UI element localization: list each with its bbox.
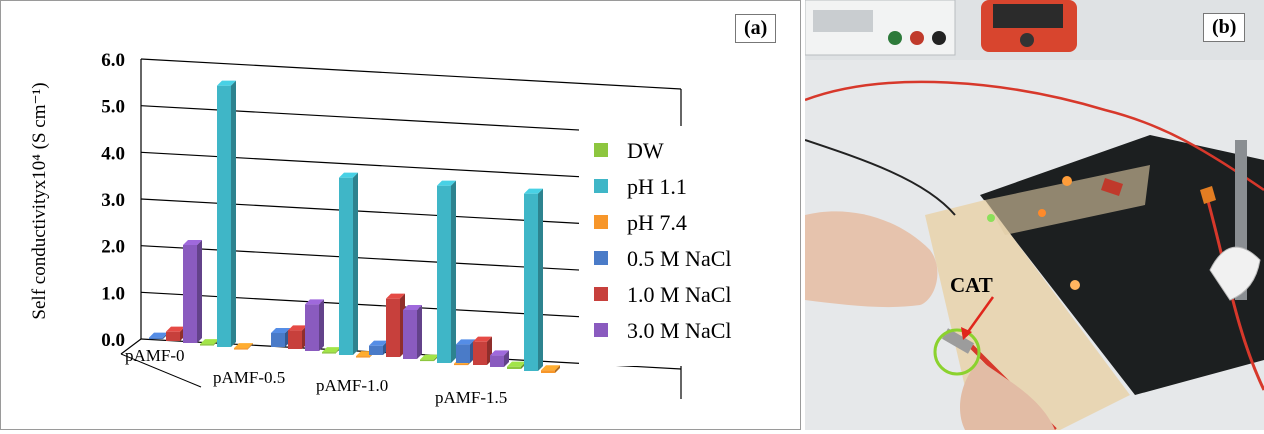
legend-label: DW: [627, 138, 664, 163]
bar: [166, 326, 185, 341]
bar: [473, 336, 492, 365]
chart-bars: [149, 80, 560, 373]
y-tick-label: 6.0: [101, 50, 125, 71]
red-wire-icon: [805, 80, 1264, 192]
legend-item: 3.0 M NaCl: [594, 318, 732, 343]
category-label: pAMF-1.0: [316, 376, 388, 395]
bar: [217, 80, 236, 348]
power-supply-icon: [805, 0, 956, 56]
bar: [490, 350, 509, 367]
bar: [369, 340, 388, 355]
legend-item: pH 7.4: [594, 210, 687, 235]
chart-legend: DW pH 1.1 pH 7.4 0.5 M NaCl 1.0 M NaCl 3.0 M …: [579, 126, 799, 366]
category-label: pAMF-0: [125, 346, 185, 365]
led-bulbs-icon: [987, 176, 1216, 290]
legend-item: 0.5 M NaCl: [594, 246, 732, 271]
legend-label: pH 7.4: [627, 210, 687, 235]
panel-b-label: (b): [1203, 13, 1246, 42]
bar: [507, 361, 526, 369]
y-tick-label: 2.0: [101, 237, 125, 258]
bar: [437, 180, 456, 363]
category-label: pAMF-0.5: [213, 368, 285, 387]
chart-tick-labels: 0.0 1.0 2.0 3.0 4.0 5.0 6.0: [101, 50, 125, 351]
bar: [305, 299, 324, 351]
experiment-photo: CAT: [805, 0, 1264, 430]
bar: [149, 332, 168, 340]
legend-swatch: [594, 215, 608, 229]
legend-label: 1.0 M NaCl: [627, 282, 732, 307]
y-tick-label: 4.0: [101, 143, 125, 164]
legend-box: [579, 126, 799, 366]
y-tick-label: 0.0: [101, 330, 125, 351]
legend-label: pH 1.1: [627, 174, 687, 199]
floor-edge: [120, 338, 142, 355]
bar: [386, 293, 405, 357]
bar: [322, 347, 341, 354]
multimeter-icon: [981, 0, 1077, 52]
legend-swatch: [594, 287, 608, 301]
floor-front-edge: [120, 353, 202, 388]
legend-item: 1.0 M NaCl: [594, 282, 732, 307]
bar: [288, 325, 307, 349]
category-label: pAMF-1.5: [435, 388, 507, 407]
legend-swatch: [594, 323, 608, 337]
bar: [234, 343, 253, 350]
bar: [183, 240, 202, 343]
bar: [200, 339, 219, 346]
chart-category-labels: pAMF-0 pAMF-0.5 pAMF-1.0 pAMF-1.5: [125, 346, 507, 407]
gridline: [140, 58, 682, 90]
legend-label: 3.0 M NaCl: [627, 318, 732, 343]
bar: [403, 305, 422, 359]
bar: [271, 328, 290, 347]
legend-swatch: [594, 179, 608, 193]
legend-item: DW: [594, 138, 664, 163]
bar: [524, 188, 543, 371]
left-hand-icon: [805, 211, 938, 308]
legend-swatch: [594, 251, 608, 265]
stand-icon: [1209, 140, 1261, 301]
y-tick-label: 3.0: [101, 190, 125, 211]
y-tick-label: 1.0: [101, 283, 125, 304]
experiment-photo-panel: CAT (b): [805, 0, 1264, 430]
bar: [456, 339, 475, 363]
legend-item: pH 1.1: [594, 174, 687, 199]
bar: [541, 365, 560, 373]
right-hand-icon: [960, 360, 1055, 430]
y-tick-label: 5.0: [101, 97, 125, 118]
cat-highlight-ring: [933, 328, 981, 376]
y-axis-label: Self conductivityx10⁴ (S cm⁻¹): [29, 82, 50, 319]
bar: [420, 354, 439, 362]
bar: [339, 172, 358, 355]
cat-annotation: CAT: [950, 273, 993, 297]
panel-a-label: (a): [735, 14, 777, 43]
legend-swatch: [594, 143, 608, 157]
legend-label: 0.5 M NaCl: [627, 246, 732, 271]
